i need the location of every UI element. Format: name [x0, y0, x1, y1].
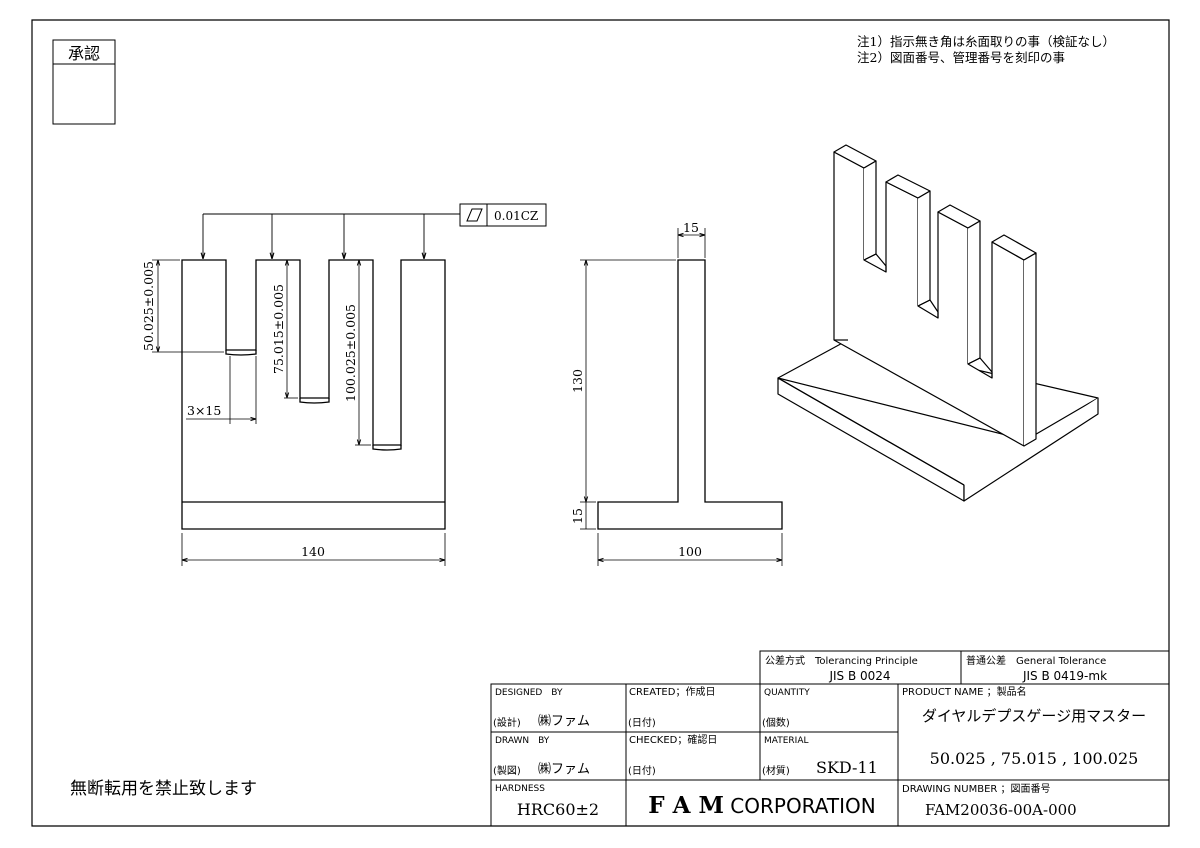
slot3-relief [373, 445, 401, 450]
iso-tooth1-side [864, 161, 876, 260]
side-base-dim: 15 [570, 508, 585, 524]
company-name-bold: F A M [648, 792, 724, 819]
note-1: 注1）指示無き角は糸面取りの事（検証なし） [857, 34, 1115, 49]
slot1-dim: 50.025±0.005 [141, 261, 156, 351]
company-name: F A M CORPORATION [648, 792, 875, 819]
flatness-frame: 0.01CZ [460, 204, 546, 226]
material-value: SKD-11 [816, 758, 878, 777]
iso-tooth2-side [918, 191, 930, 306]
disclaimer: 無断転用を禁止致します [70, 779, 257, 799]
checked-label: CHECKED；確認日 [629, 733, 717, 746]
side-view-outline [598, 260, 782, 529]
general-tol-label: 普通公差 General Tolerance [966, 654, 1106, 667]
iso-slot2-bottom [918, 300, 938, 318]
iso-slot3-bottom [968, 358, 992, 378]
quantity-sub: (個数) [762, 716, 790, 729]
company-name-rest: CORPORATION [724, 794, 876, 818]
material-label: MATERIAL [764, 736, 809, 746]
general-tol-value: JIS B 0419-mk [1022, 669, 1107, 683]
side-view [598, 260, 782, 529]
side-dimensions [580, 228, 782, 566]
notes: 注1）指示無き角は糸面取りの事（検証なし） 注2）図面番号、管理番号を刻印の事 [857, 34, 1115, 65]
product-name-label: PRODUCT NAME ；製品名 [902, 685, 1027, 698]
flatness-symbol-icon [467, 209, 482, 221]
designed-by-label: DESIGNED BY [495, 688, 563, 698]
drawn-by-sub: (製図) [493, 764, 521, 777]
slot3-dim: 100.025±0.005 [343, 304, 358, 402]
drawn-by-value: ㈱ファム [538, 762, 590, 777]
note-2: 注2）図面番号、管理番号を刻印の事 [857, 50, 1065, 65]
isometric-view [778, 145, 1098, 501]
side-width-dim: 100 [678, 544, 702, 559]
slot2-dim: 75.015±0.005 [271, 284, 286, 374]
iso-tooth3-side [968, 221, 980, 364]
iso-slot1-bottom [864, 254, 886, 272]
designed-by-value: ㈱ファム [538, 714, 590, 729]
front-width-dim: 140 [301, 544, 325, 559]
hardness-label: HARDNESS [495, 784, 545, 794]
front-dimensions [152, 260, 445, 566]
designed-by-sub: (設計) [493, 716, 521, 729]
tolerancing-label: 公差方式 Tolerancing Principle [765, 654, 918, 667]
groove-dim: 3×15 [187, 403, 221, 418]
side-thickness-dim: 15 [683, 220, 699, 235]
iso-base-right [964, 398, 1098, 501]
created-sub: (日付) [628, 716, 656, 729]
front-view [182, 260, 445, 529]
flatness-value: 0.01CZ [494, 209, 538, 223]
drawing-number-label: DRAWING NUMBER ；図面番号 [902, 783, 1051, 795]
sizes-value: 50.025 , 75.015 , 100.025 [930, 749, 1139, 768]
slot2-relief [300, 398, 329, 403]
tolerancing-value: JIS B 0024 [828, 669, 890, 683]
drawn-by-label: DRAWN BY [495, 736, 550, 746]
slot1-relief [226, 350, 256, 355]
checked-sub: (日付) [628, 764, 656, 777]
approval-label: 承認 [68, 44, 100, 63]
quantity-label: QUANTITY [764, 688, 810, 698]
front-view-outline [182, 260, 445, 529]
created-label: CREATED；作成日 [629, 686, 715, 698]
side-height-dim: 130 [570, 369, 585, 393]
hardness-value: HRC60±2 [517, 800, 599, 819]
product-name-value: ダイヤルデプスゲージ用マスター [922, 707, 1146, 725]
approval-box: 承認 [53, 40, 115, 124]
title-block-text: 公差方式 Tolerancing Principle JIS B 0024 普通… [493, 654, 1146, 819]
flatness-leaders [203, 214, 460, 259]
iso-tooth4-side [1024, 253, 1036, 446]
drawing-number-value: FAM20036-00A-000 [925, 801, 1077, 819]
title-block [491, 651, 1169, 826]
material-sub: (材質) [762, 764, 790, 777]
